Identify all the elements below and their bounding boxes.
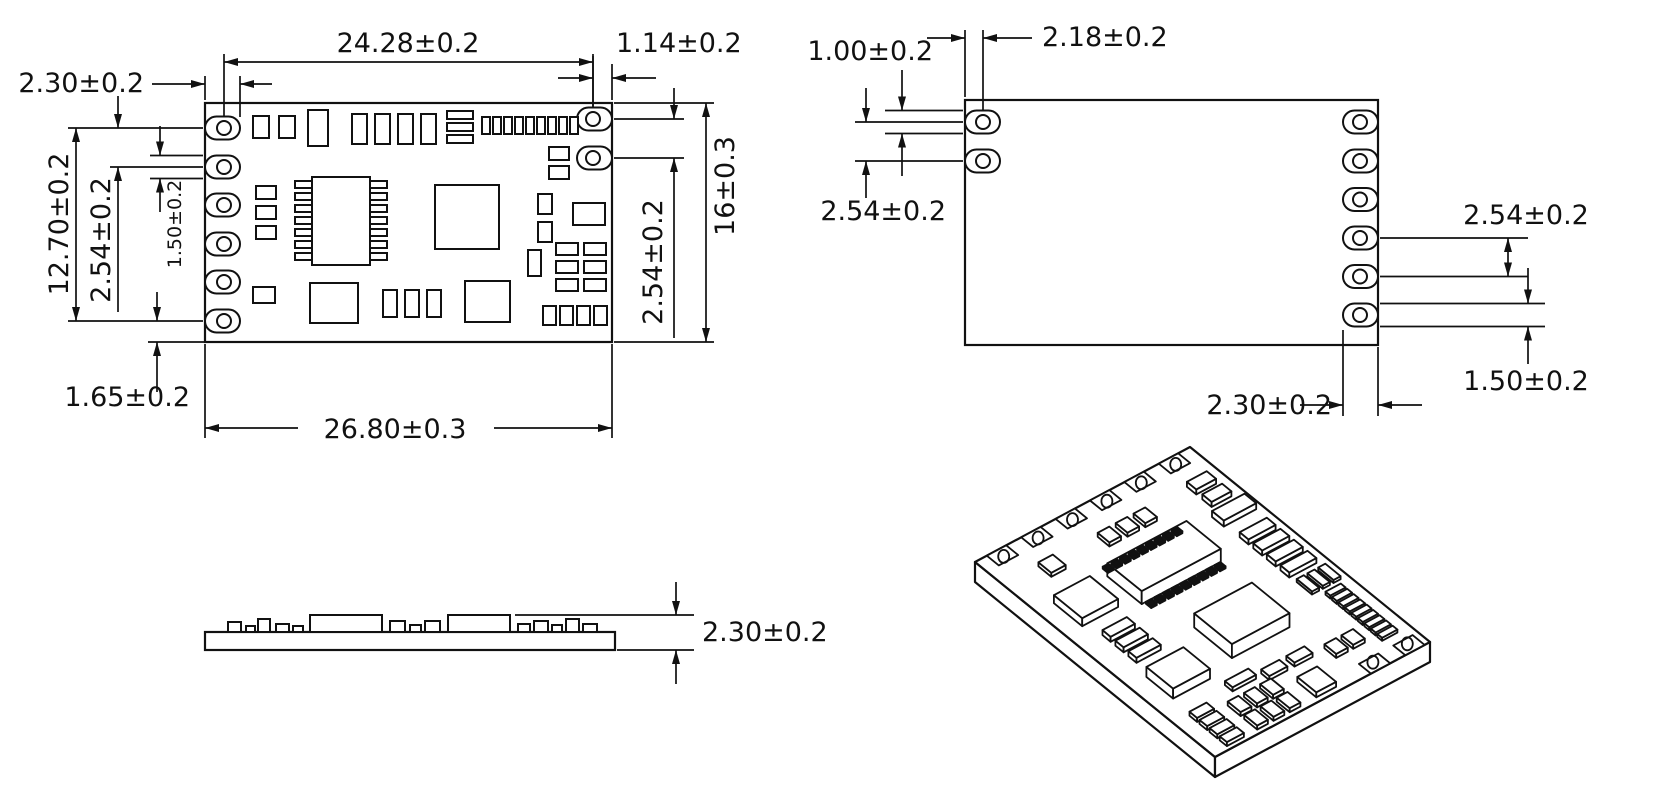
dim-top-pad-setback: 2.30±0.2: [18, 68, 144, 99]
bottom-view-dimensions: 2.18±0.2 1.00±0.2 2.54±0.2 2.54±0.2 1.5: [807, 22, 1589, 421]
dim-top-pad-row-span: 12.70±0.2: [44, 153, 75, 296]
isometric-view: [973, 445, 1432, 779]
dim-top-pad-width: 1.50±0.2: [164, 180, 186, 268]
top-view-dimensions: 24.28±0.2 2.30±0.2 1.14±0.2 12.70±0.2 2.…: [18, 28, 741, 445]
bottom-view-left-pads: [964, 109, 1001, 174]
top-view-right-pads: [576, 106, 613, 171]
board-outline-bottom-view: [963, 98, 1380, 347]
dim-bottom-trace-width: 1.00±0.2: [807, 36, 933, 67]
board-outline-top-view: [203, 101, 614, 344]
side-view: 2.30±0.2: [203, 582, 828, 684]
side-view-dimensions: 2.30±0.2: [515, 582, 828, 684]
dim-bottom-pad-pitch-right: 2.54±0.2: [1463, 200, 1589, 231]
dim-side-max-height: 2.30±0.2: [702, 617, 828, 648]
dim-top-pad-pitch-left: 2.54±0.2: [86, 177, 117, 303]
top-view-left-pads: [204, 115, 241, 334]
top-view: 24.28±0.2 2.30±0.2 1.14±0.2 12.70±0.2 2.…: [18, 28, 741, 445]
dim-bottom-pad-width: 1.50±0.2: [1463, 366, 1589, 397]
bottom-view-right-pads: [1342, 109, 1379, 328]
top-view-components: [252, 109, 608, 326]
dim-top-hole-edge-offset: 1.14±0.2: [616, 28, 742, 59]
board-outline-side-view: [203, 630, 617, 652]
dim-top-board-width: 16±0.3: [710, 136, 741, 236]
dim-top-pad-pitch-right: 2.54±0.2: [638, 199, 669, 325]
dim-top-hole-span: 24.28±0.2: [337, 28, 480, 59]
dim-top-board-length: 26.80±0.3: [324, 414, 467, 445]
side-view-components: [227, 614, 598, 633]
dim-bottom-pad-pitch-left: 2.54±0.2: [820, 196, 946, 227]
dim-top-pad-bottom-offset: 1.65±0.2: [64, 382, 190, 413]
bottom-view: 2.18±0.2 1.00±0.2 2.54±0.2 2.54±0.2 1.5: [807, 22, 1589, 421]
dim-bottom-pad-length: 2.30±0.2: [1206, 390, 1332, 421]
dim-bottom-hole-setback: 2.18±0.2: [1042, 22, 1168, 53]
